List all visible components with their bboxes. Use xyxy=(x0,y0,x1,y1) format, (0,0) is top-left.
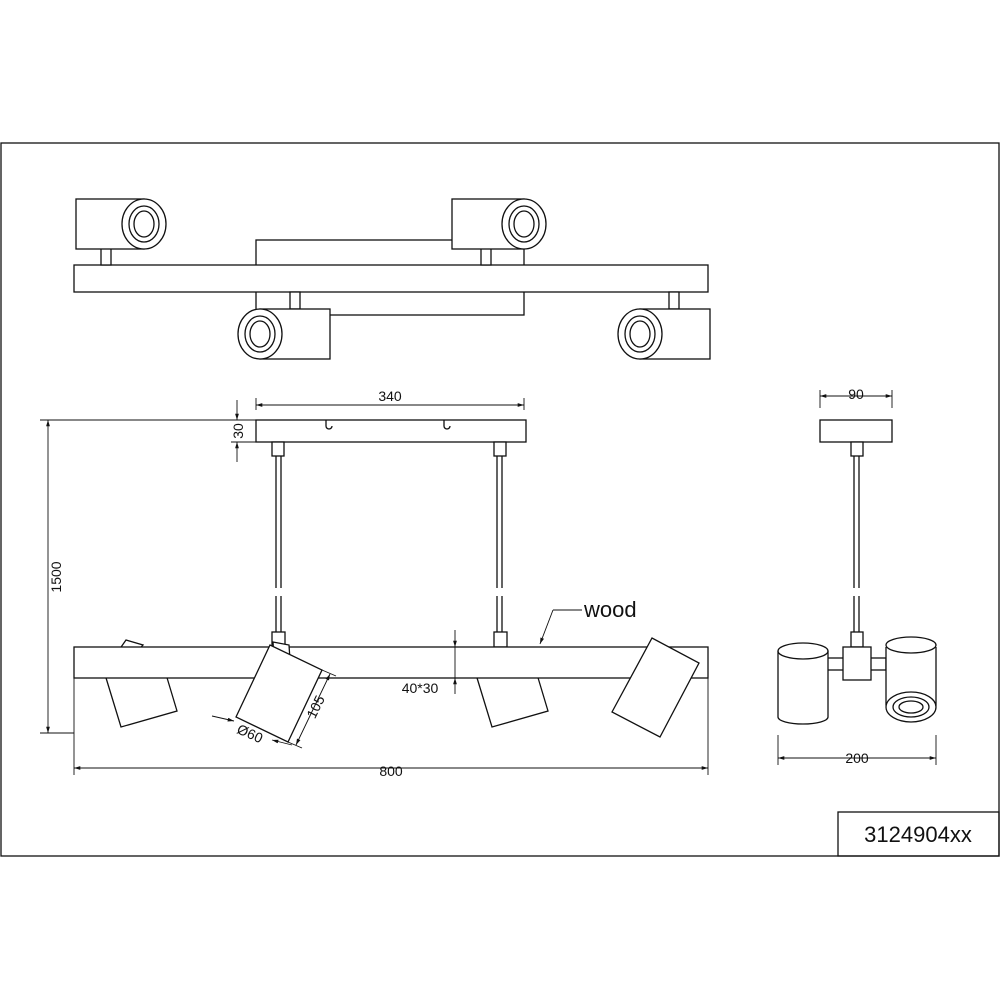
side-canopy xyxy=(819,419,893,443)
dim-side-width: 200 xyxy=(845,750,869,766)
top-spot-4 xyxy=(617,308,711,360)
side-bar-section xyxy=(842,646,872,681)
product-code-box xyxy=(837,811,1000,857)
side-view: 90 200 xyxy=(777,386,937,766)
drawing-frame xyxy=(0,142,1000,857)
dim-bar-section: 40*30 xyxy=(402,680,439,696)
dim-canopy-height: 30 xyxy=(230,423,246,439)
front-spot-4 xyxy=(611,637,700,738)
dim-side-canopy-width: 90 xyxy=(848,386,864,402)
front-bar xyxy=(73,646,709,679)
top-spot-2 xyxy=(451,198,547,250)
product-code: 3124904xx xyxy=(864,822,972,847)
front-view: 340 30 1500 xyxy=(40,388,709,779)
top-view xyxy=(73,198,711,360)
dim-canopy-width: 340 xyxy=(378,388,402,404)
front-canopy xyxy=(255,419,527,443)
side-spot-right xyxy=(885,636,937,723)
dim-overall-height: 1500 xyxy=(48,561,64,592)
top-bar xyxy=(73,264,709,293)
top-spot-3 xyxy=(237,308,331,360)
material-label: wood xyxy=(583,597,637,622)
side-spot-left xyxy=(777,642,829,725)
dim-overall-length: 800 xyxy=(379,763,403,779)
top-spot-1 xyxy=(75,198,167,250)
